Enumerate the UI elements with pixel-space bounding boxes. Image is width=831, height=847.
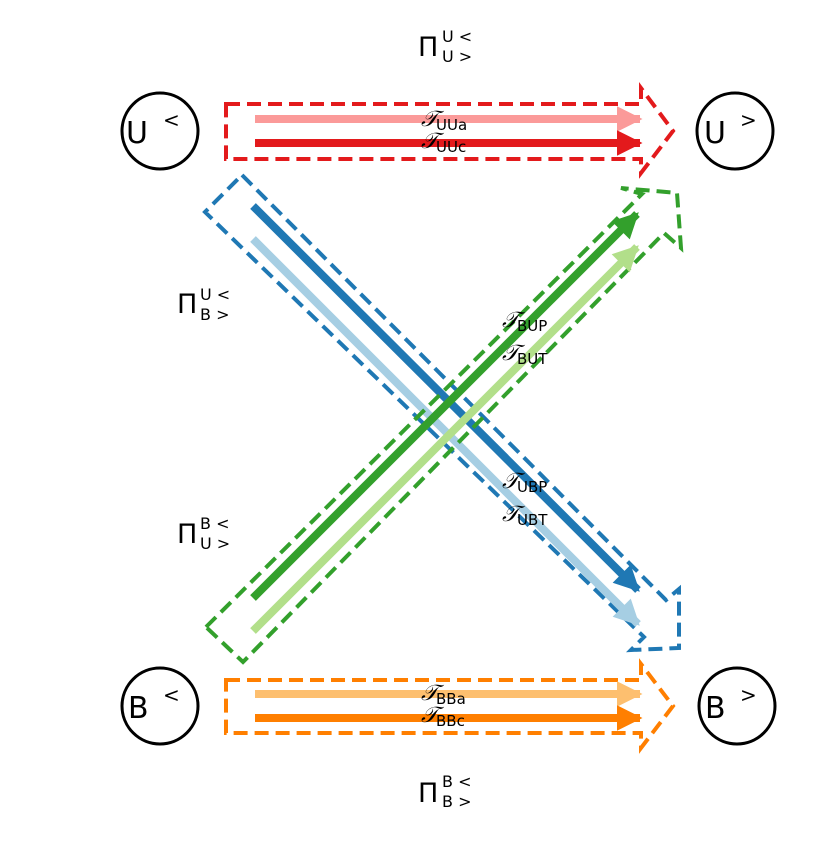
node-u-greater: U >	[695, 91, 775, 171]
node-b-less-base: B	[128, 691, 149, 726]
node-b-less-sup: <	[163, 683, 180, 707]
pi-bb-sup: B <	[442, 772, 471, 791]
t-label-bup: 𝒯 BUP	[502, 308, 547, 335]
node-u-less-base: U	[126, 116, 148, 151]
t-bba-sub: BBa	[436, 690, 466, 708]
ubp-transition-arrow	[250, 203, 641, 593]
t-but-sub: BUT	[517, 350, 548, 368]
pi-ub-sub: U >	[200, 534, 230, 553]
ubt-transition-arrow	[250, 236, 641, 627]
pi-bb-base: Π	[418, 778, 438, 809]
t-label-bba: 𝒯 BBa	[421, 681, 466, 708]
pi-bu-sub: B >	[200, 305, 229, 324]
t-bup-sub: BUP	[517, 317, 547, 335]
pi-bb-sub: B >	[442, 792, 471, 811]
t-label-bbc: 𝒯 BBc	[421, 703, 465, 730]
t-ubp-sub: UBP	[517, 478, 547, 496]
bb-dashed-arrow-outline	[224, 658, 676, 754]
t-bbc-sub: BBc	[436, 712, 465, 730]
pi-uu-base: Π	[418, 32, 438, 63]
pi-label-ub: Π B < U >	[177, 514, 230, 553]
bup-transition-arrow	[250, 211, 640, 601]
t-label-uuc: 𝒯 UUc	[421, 129, 466, 156]
t-uua-sub: UUa	[436, 116, 467, 134]
node-b-greater-sup: >	[740, 683, 757, 707]
bu-dashed-arrow-outline	[203, 186, 684, 665]
node-b-less: B <	[120, 666, 200, 746]
t-uuc-sub: UUc	[436, 138, 466, 156]
node-b-greater: B >	[697, 666, 777, 746]
pi-ub-base: Π	[177, 519, 197, 550]
uu-dashed-arrow-outline	[224, 81, 676, 179]
pi-ub-sup: B <	[200, 514, 229, 533]
node-u-greater-base: U	[704, 116, 726, 151]
node-u-less: U <	[120, 91, 200, 171]
node-u-less-sup: <	[163, 108, 180, 132]
pi-bu-base: Π	[177, 289, 197, 320]
pi-uu-sub: U >	[442, 47, 472, 66]
ub-dashed-arrow-outline	[202, 172, 681, 653]
pi-label-uu: Π U < U >	[418, 27, 472, 66]
node-u-greater-sup: >	[740, 108, 757, 132]
pi-bu-sup: U <	[200, 285, 230, 304]
but-transition-arrow	[250, 244, 640, 634]
t-label-but: 𝒯 BUT	[502, 341, 548, 368]
pi-label-bu: Π U < B >	[177, 285, 230, 324]
pi-label-bb: Π B < B >	[418, 772, 471, 811]
node-b-greater-base: B	[705, 691, 726, 726]
pi-uu-sup: U <	[442, 27, 472, 46]
t-ubt-sub: UBT	[517, 511, 548, 529]
t-label-ubt: 𝒯 UBT	[502, 502, 548, 529]
